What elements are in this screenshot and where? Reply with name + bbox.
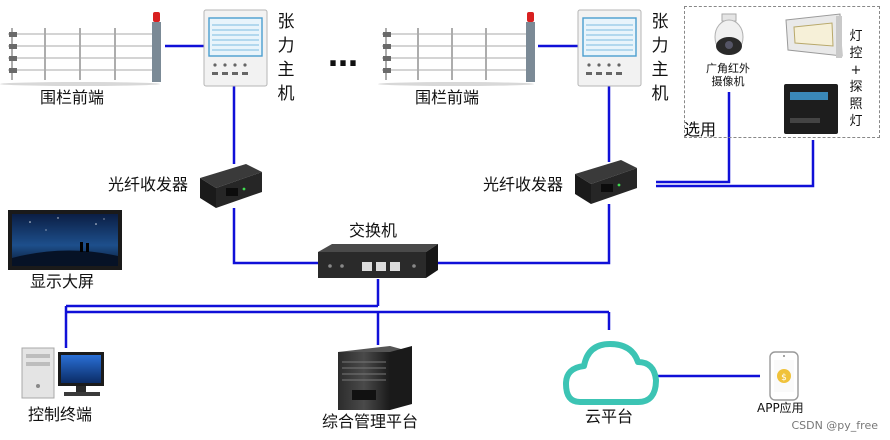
app-label: APP应用 bbox=[757, 401, 804, 415]
fence-icon bbox=[0, 12, 161, 86]
tension-host-1-label: 张 力 主 机 bbox=[276, 10, 296, 106]
tension-host-2-char: 主 bbox=[651, 60, 669, 80]
cloud-icon bbox=[563, 341, 659, 405]
fiber-transceiver-icon bbox=[575, 160, 637, 204]
tension-host-1-char: 机 bbox=[277, 84, 295, 104]
tension-host-2-label: 张 力 主 机 bbox=[650, 10, 670, 106]
light-controller-icon bbox=[784, 84, 838, 134]
light-control-char: 探 bbox=[849, 80, 863, 95]
link-light-transceiver2 bbox=[656, 140, 815, 188]
server-tower-icon bbox=[338, 346, 412, 410]
fence-front-2-label: 围栏前端 bbox=[415, 88, 480, 107]
tension-host-1-char: 力 bbox=[277, 36, 295, 56]
display-screen-label: 显示大屏 bbox=[30, 272, 95, 291]
light-control-label: 灯 控 + 探 照 灯 bbox=[848, 28, 864, 130]
watermark: CSDN @py_free bbox=[791, 419, 878, 432]
light-control-char: + bbox=[850, 63, 862, 78]
link-transceiver1-switch bbox=[232, 208, 318, 265]
connection-lines bbox=[64, 44, 815, 378]
network-switch-icon bbox=[318, 244, 438, 278]
tension-host-2-char: 张 bbox=[651, 12, 669, 32]
fiber-transceiver-icon bbox=[200, 164, 262, 208]
light-control-char: 灯 bbox=[849, 29, 863, 44]
fence-front-1-label: 围栏前端 bbox=[40, 88, 105, 107]
tension-host-1-char: 张 bbox=[277, 12, 295, 32]
searchlight-icon bbox=[785, 13, 843, 58]
light-control-char: 灯 bbox=[849, 114, 863, 129]
ptz-camera-icon bbox=[714, 13, 744, 55]
switch-label: 交换机 bbox=[349, 221, 398, 240]
light-control-char: 控 bbox=[849, 46, 863, 61]
link-camera-transceiver2 bbox=[656, 92, 731, 184]
phone-app-icon: $ bbox=[769, 351, 799, 401]
fiber-transceiver-2-label: 光纤收发器 bbox=[483, 175, 564, 194]
tension-host-icon bbox=[577, 9, 642, 87]
ellipsis-label: … bbox=[328, 39, 358, 74]
tension-host-1-char: 主 bbox=[277, 60, 295, 80]
camera-label-line: 广角红外 bbox=[706, 62, 750, 75]
optional-devices-box bbox=[684, 6, 880, 138]
camera-label: 广角红外 摄像机 bbox=[706, 62, 750, 88]
display-screen-icon bbox=[8, 210, 122, 270]
svg-text:$: $ bbox=[781, 373, 787, 383]
tension-host-icon bbox=[203, 9, 268, 87]
cloud-platform-label: 云平台 bbox=[585, 407, 634, 426]
tension-host-2-char: 力 bbox=[651, 36, 669, 56]
optional-label: 选用 bbox=[684, 120, 717, 139]
fence-icon bbox=[378, 12, 535, 86]
fiber-transceiver-1-label: 光纤收发器 bbox=[108, 175, 189, 194]
management-platform-label: 综合管理平台 bbox=[322, 412, 419, 431]
tension-host-2-char: 机 bbox=[651, 84, 669, 104]
light-control-char: 照 bbox=[849, 97, 863, 112]
link-transceiver2-switch bbox=[438, 204, 611, 265]
control-terminal-label: 控制终端 bbox=[28, 405, 93, 424]
camera-label-line: 摄像机 bbox=[711, 75, 745, 88]
control-terminal-icon bbox=[21, 347, 104, 399]
